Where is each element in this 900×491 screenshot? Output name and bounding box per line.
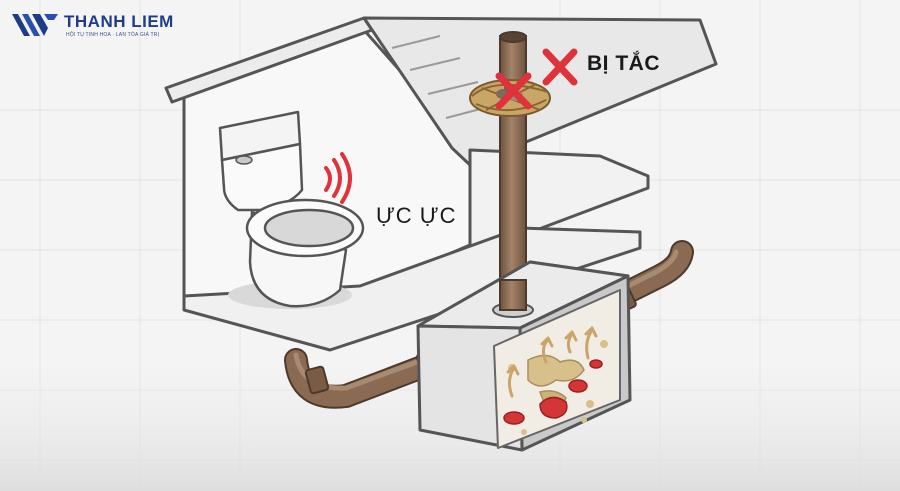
sound-wave-icon [324,152,352,204]
thanh-liem-logo [12,14,58,36]
brand-tagline: HỘI TỤ TINH HOA · LAN TỎA GIÁ TRỊ [66,32,160,38]
blocked-cross-icon [542,48,578,86]
blocked-label: BỊ TẮC [587,52,660,75]
cross-mark-icon [495,72,532,110]
vent-pipe-base [499,279,527,311]
gurgling-sound-label: ỰC ỰC [376,203,457,228]
gas-arrows [506,326,598,398]
brand-name: THANH LIEM [64,12,174,31]
toilet [218,110,365,309]
brand-logo: THANH LIEM HỘI TỤ TINH HOA · LAN TỎA GIÁ… [10,8,180,42]
vent-pipe-opening [499,31,527,43]
tank-waste [503,340,608,435]
